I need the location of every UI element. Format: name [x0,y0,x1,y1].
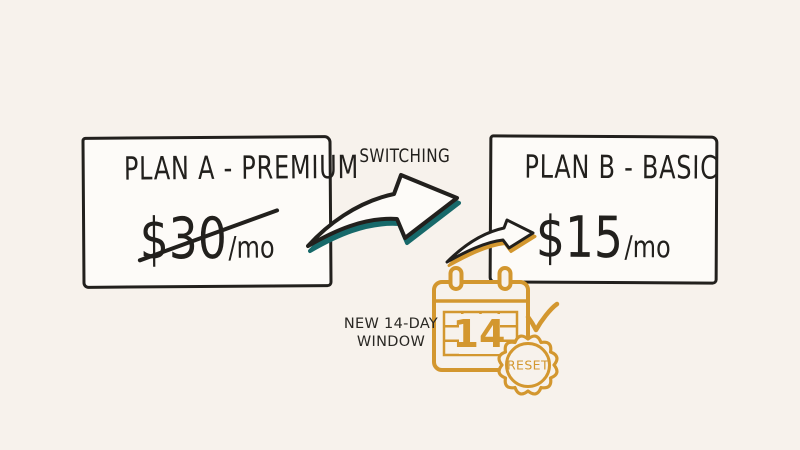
checkmark-icon [525,301,560,333]
plan-b-price-amount: $15 [535,204,624,272]
reset-badge-label: RESET [507,358,549,373]
calendar-ring-left [448,266,464,291]
plan-a-title: PLAN A - PREMIUM [85,148,359,188]
plan-a-card: PLAN A - PREMIUM $30/mo [81,135,359,289]
plan-a-price-unit: /mo [228,230,275,266]
reset-badge-icon: RESET [497,334,559,396]
reset-badge-inner-circle [505,342,551,388]
calendar-icon: 14 [432,266,530,372]
transfer-arrow-body [445,218,535,264]
reset-window-note-line2: WINDOW [356,333,426,350]
plan-b-price-unit: /mo [624,230,671,266]
plan-b-title-text: PLAN B - BASIC [524,147,718,187]
reset-window-note: NEW 14-DAY WINDOW [330,316,452,351]
calendar-ring-right [497,266,513,291]
switching-arrow-body [306,173,459,248]
plan-b-title: PLAN B - BASIC [492,147,718,187]
calendar-day-backing [459,314,500,354]
transfer-arrow-icon [445,218,537,267]
plan-a-price-amount: $30 [139,205,228,273]
switching-label-text: SWITCHING [359,145,451,167]
switching-arrow-icon [306,173,461,253]
reset-window-note-line1: NEW 14-DAY [343,316,439,332]
switching-label: SWITCHING [345,145,465,167]
plan-b-price: $15/mo [514,204,693,272]
checkmark-stroke [525,301,560,333]
calendar-day-number: 14 [453,312,506,356]
